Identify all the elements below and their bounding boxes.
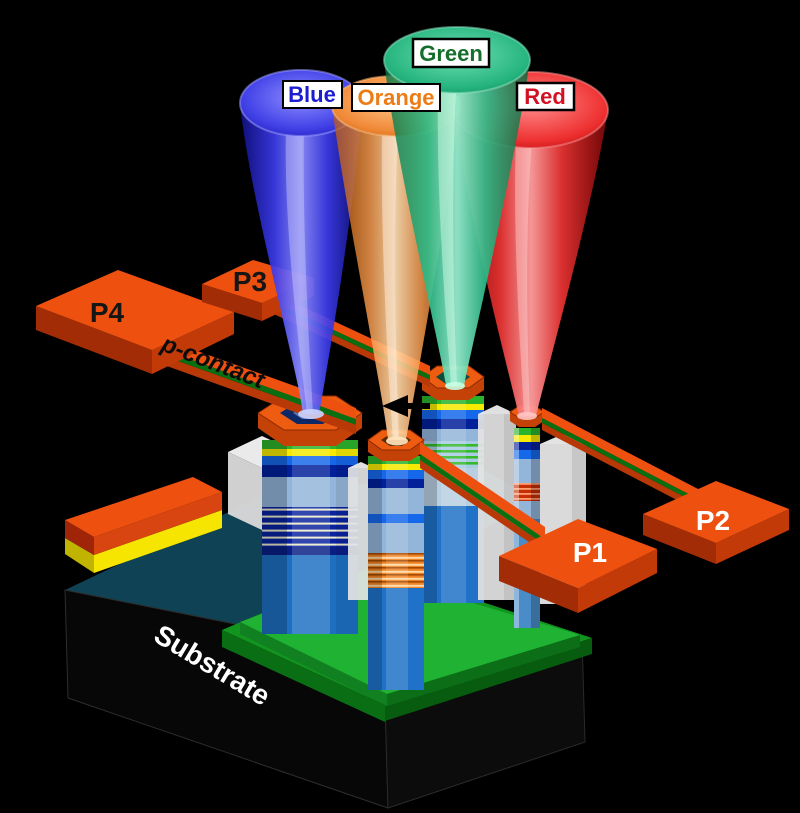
mesa-red-left-cap	[65, 520, 94, 555]
blue-cone-body	[240, 103, 362, 414]
red-cone-apex-glow	[517, 412, 537, 420]
pad-front-left	[202, 284, 262, 321]
pad-front-left	[36, 306, 152, 374]
orange-pillar-body	[368, 487, 424, 514]
label-red-box	[515, 81, 576, 112]
trace-top	[542, 408, 700, 500]
blue-ring-front	[258, 413, 362, 446]
label-red-text: Red	[524, 84, 566, 109]
p2-trace	[542, 408, 700, 512]
red-pillar-cap-yellow	[514, 435, 540, 442]
orange-pillar-mid-blue	[368, 513, 424, 523]
trace-top	[420, 442, 545, 539]
green-cone-body	[384, 60, 530, 386]
green-pillar-body	[422, 428, 484, 441]
label-orange: Orange	[351, 83, 441, 112]
green-cone-apex-glow	[445, 382, 465, 390]
p1-trace	[420, 442, 545, 553]
gan-front-right	[387, 635, 580, 706]
pad-front-right	[716, 509, 789, 564]
pad-p3-label: P3	[233, 266, 267, 297]
orange-pillar-body2	[368, 522, 424, 553]
blue-pillar-cap-navy	[262, 465, 358, 477]
label-green: Green	[411, 37, 491, 69]
red-pillar-body	[514, 458, 540, 483]
label-green-box	[411, 37, 491, 69]
blue-pillar-facet-light	[292, 440, 330, 634]
green-pillar-base	[422, 505, 484, 603]
red-pillar-cap-navy	[514, 442, 540, 450]
blue-pillar-cap-yellow	[262, 448, 358, 456]
label-blue-text: Blue	[288, 82, 336, 107]
label-blue: Blue	[282, 80, 343, 109]
mesa-yellow-front	[94, 510, 222, 573]
mesa-metal-front	[94, 492, 222, 555]
blue-pillar-facet-dark	[262, 440, 287, 634]
micropillar-blue	[257, 395, 363, 634]
label-red: Red	[515, 81, 576, 112]
pad-p1-label: P1	[573, 537, 607, 568]
orange-pillar-mqw	[368, 552, 424, 588]
orange-pillar-cap-yellow	[368, 463, 424, 470]
pad-p4	[36, 270, 234, 374]
pad-top	[643, 481, 789, 543]
trace-front	[542, 423, 700, 512]
orange-pillar-cap-blue	[368, 470, 424, 479]
pad-front-left	[499, 556, 578, 613]
blue-pillar-ebl	[262, 546, 358, 555]
pad-top	[499, 519, 657, 588]
orange-pillar-facet-light	[386, 456, 408, 690]
orange-pillar-facet-dark	[368, 456, 382, 690]
gan-front-left	[240, 622, 387, 706]
cube-left	[228, 452, 262, 530]
pad-p1	[499, 519, 657, 613]
label-green-text: Green	[419, 41, 483, 66]
pad-p2-label: P2	[696, 505, 730, 536]
label-orange-text: Orange	[357, 85, 434, 110]
red-cone-streak	[515, 140, 532, 416]
green-pillar-cap-navy	[422, 419, 484, 429]
red-pillar-cap-green	[514, 428, 540, 435]
pad-p4-label: P4	[90, 297, 125, 328]
green-pillar-facet-light	[441, 396, 466, 603]
trace-front	[420, 460, 545, 553]
pad-top	[36, 270, 234, 350]
label-orange-box	[351, 83, 441, 112]
mesa-yellow-left-cap	[65, 538, 94, 573]
mesa-metal-top	[65, 477, 222, 537]
blue-cone-streak	[285, 128, 313, 414]
label-blue-box	[282, 80, 343, 109]
blue-pillar-body	[262, 476, 358, 507]
orange-pillar-base	[368, 586, 424, 690]
pad-front-right	[152, 312, 234, 374]
green-pillar-facet-dark	[422, 396, 437, 603]
n-contact-mesa	[65, 477, 222, 573]
pad-p2	[643, 481, 789, 564]
red-pillar-cap-blue	[514, 450, 540, 459]
gan-lower-tier-front-left	[222, 630, 385, 722]
arrow-left-icon	[548, 612, 594, 629]
micropillar-orange	[367, 429, 425, 690]
pad-front-right	[578, 549, 657, 613]
green-pillar-cap-yellow	[422, 403, 484, 410]
orange-pillar-cap-navy	[368, 478, 424, 488]
arrow-left-icon-top	[382, 395, 430, 417]
trace-green-edge	[542, 418, 700, 505]
trace-green-edge	[420, 454, 545, 545]
orange-cone-streak	[381, 130, 399, 440]
green-pillar-cap-blue	[422, 410, 484, 419]
blue-pillar-cap-blue	[262, 455, 358, 465]
green-cone-streak	[437, 90, 457, 386]
blue-pillar-base	[262, 554, 358, 634]
pad-front-left	[643, 514, 716, 564]
orange-cone-apex-glow	[386, 436, 408, 446]
red-pillar-mqw	[514, 482, 540, 501]
blue-pillar-mqw	[262, 506, 358, 547]
blue-cone-apex-glow	[298, 409, 324, 419]
